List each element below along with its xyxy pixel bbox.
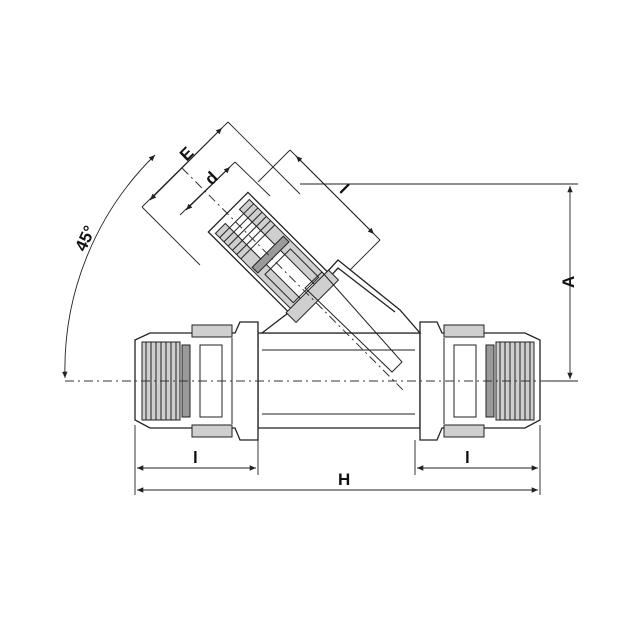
E-dimension-line	[149, 127, 223, 201]
E-label: E	[176, 143, 197, 164]
d-dimension-line	[185, 166, 231, 211]
H-label: H	[338, 470, 350, 489]
l-left-label: l	[193, 448, 198, 467]
d-label: d	[201, 168, 222, 189]
l-branch-label: l	[336, 181, 353, 198]
l-branch-dimension-line	[295, 155, 375, 235]
angle-arc	[62, 154, 156, 379]
A-label: A	[559, 276, 578, 288]
angle-label: 45°	[71, 223, 99, 255]
main-body	[134, 321, 541, 441]
branch-thread-lines	[219, 203, 276, 260]
l-right-label: l	[465, 448, 470, 467]
branch-body	[207, 191, 422, 373]
